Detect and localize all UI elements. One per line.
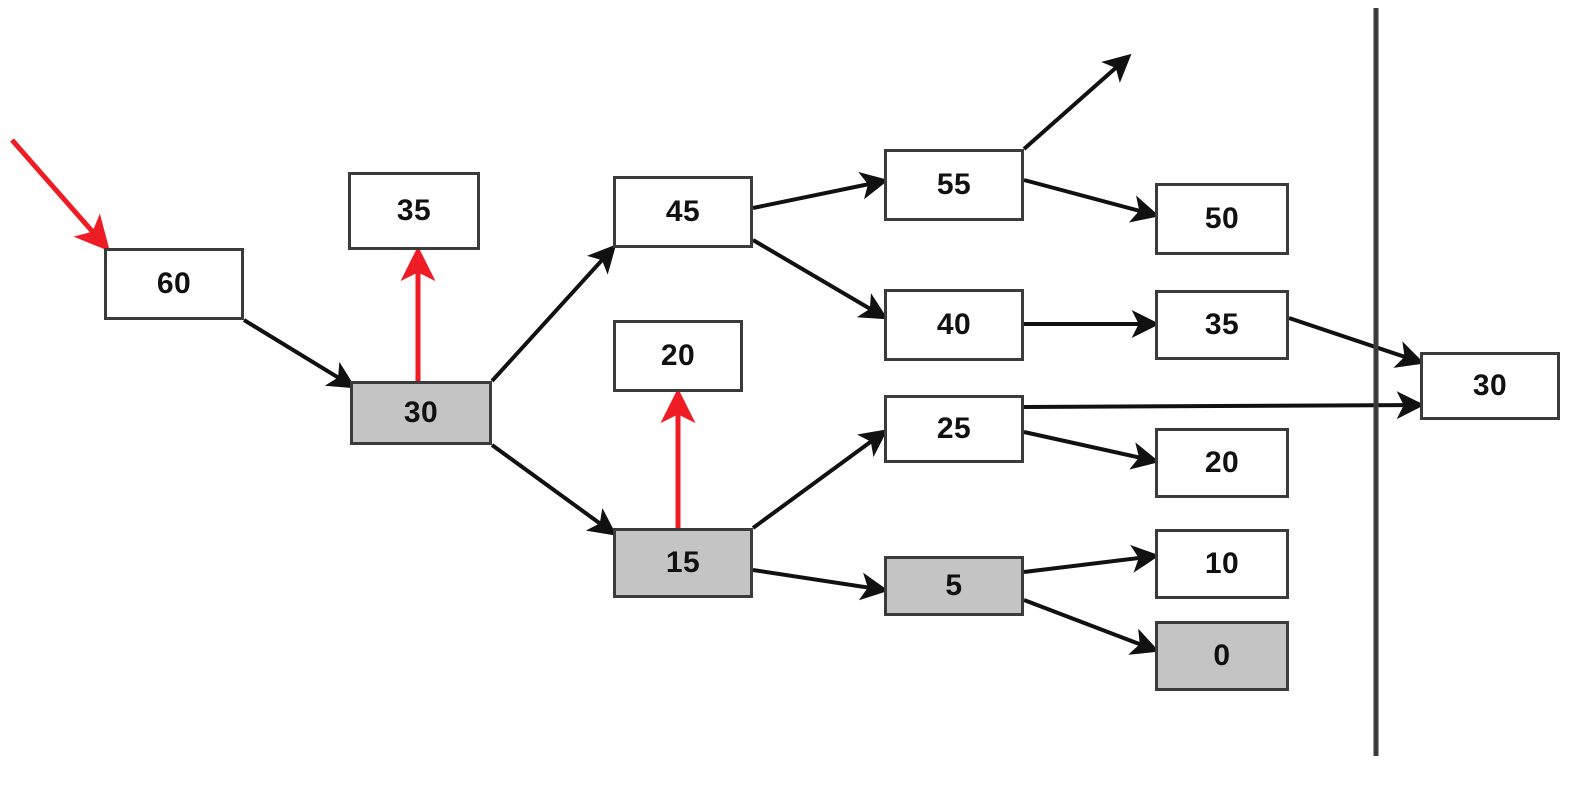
node-label-n35a: 35: [396, 194, 432, 227]
node-box-n55[interactable]: 55: [884, 149, 1024, 221]
node-label-n15: 15: [665, 546, 701, 579]
edge-n30a-to-n15: [490, 443, 617, 536]
node-label-n30a: 30: [403, 396, 439, 429]
node-box-n35a[interactable]: 35: [348, 172, 480, 250]
node-box-n40[interactable]: 40: [884, 289, 1024, 361]
node-label-n35b: 35: [1204, 308, 1240, 341]
node-box-n25[interactable]: 25: [884, 395, 1024, 463]
node-box-n20a[interactable]: 20: [613, 320, 743, 392]
node-box-n5[interactable]: 5: [884, 556, 1024, 616]
edge-n15-to-n5: [752, 568, 889, 601]
edge-n30a-to-n45: [490, 244, 617, 383]
node-box-n10[interactable]: 10: [1155, 529, 1289, 599]
node-label-n20a: 20: [660, 339, 696, 372]
node-box-n0[interactable]: 0: [1155, 621, 1289, 691]
edge-n45-to-n55: [752, 171, 889, 210]
node-label-n10: 10: [1204, 547, 1240, 580]
node-label-n5: 5: [945, 569, 963, 602]
node-box-n50[interactable]: 50: [1155, 183, 1289, 255]
node-box-n20b[interactable]: 20: [1155, 428, 1289, 498]
edge-n45-to-n40: [751, 238, 889, 320]
node-label-n25: 25: [936, 412, 972, 445]
edge-n5-to-n10: [1023, 544, 1160, 574]
edge-n35b-to-n30b: [1288, 316, 1425, 368]
node-label-n20b: 20: [1204, 446, 1240, 479]
edge-external-to-n60: [10, 138, 110, 252]
edge-n15-to-n25: [751, 429, 888, 530]
node-box-n60[interactable]: 60: [104, 248, 244, 320]
node-label-n0: 0: [1213, 639, 1231, 672]
node-label-n60: 60: [156, 267, 192, 300]
edge-n60-to-n30a: [242, 318, 356, 389]
node-box-n30b[interactable]: 30: [1420, 352, 1560, 420]
node-label-n40: 40: [936, 308, 972, 341]
edge-n55-to-n50: [1023, 178, 1160, 223]
node-box-n30a[interactable]: 30: [350, 381, 492, 445]
node-box-n35b[interactable]: 35: [1155, 290, 1289, 360]
edge-n25-to-n30b: [1023, 391, 1425, 420]
node-label-n50: 50: [1204, 202, 1240, 235]
node-label-n45: 45: [665, 195, 701, 228]
node-label-n55: 55: [936, 168, 972, 201]
node-box-n15[interactable]: 15: [613, 528, 753, 598]
node-box-n45[interactable]: 45: [613, 176, 753, 248]
edge-n5-to-n0: [1023, 598, 1160, 655]
edge-n55-to-external: [1022, 53, 1132, 151]
edge-n25-to-n20b: [1023, 430, 1160, 470]
node-label-n30b: 30: [1472, 369, 1508, 402]
